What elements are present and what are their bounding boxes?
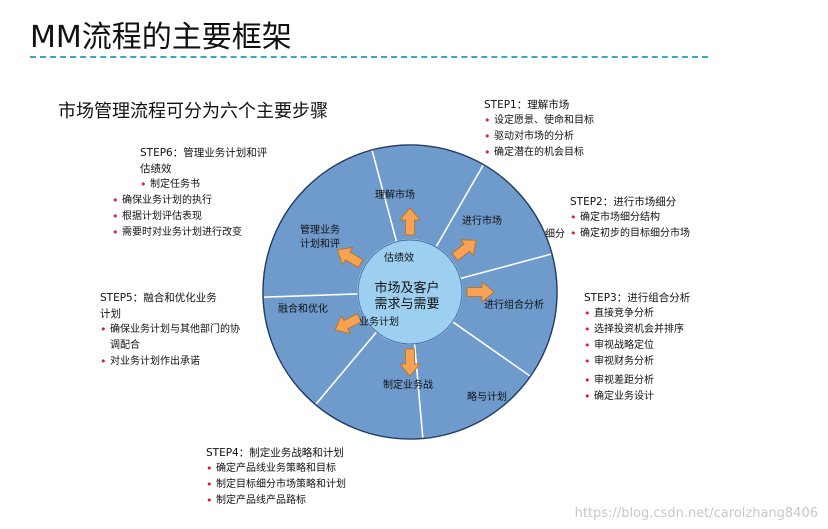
flow-arrow-icon [466,281,495,303]
segment-label: 进行组合分析 [484,298,544,311]
step4-item: 制定目标细分市场策略和计划 [206,477,346,493]
step3-item: 审视战略定位 [584,338,690,354]
page-subtitle: 市场管理流程可分为六个主要步骤 [58,101,328,122]
center-circle [357,239,463,345]
step1-block: STEP1：理解市场 设定愿景、使命和目标 驱动对市场的分析 确定潜在的机会目标 [484,97,594,161]
step4-title: STEP4：制定业务战略和计划 [206,447,344,459]
step6-block: STEP6：管理业务计划和评 估绩效 制定任务书 确保业务计划的执行 根据计划评… [112,145,268,241]
step1-item: 驱动对市场的分析 [484,129,594,145]
step1-item: 设定愿景、使命和目标 [484,113,594,129]
segment-label: 进行市场 [462,214,502,227]
step4-item: 制定产品线产品路标 [206,493,346,509]
step3-item: 审视差距分析 [584,373,690,389]
step3-block: STEP3：进行组合分析 直接竞争分析 选择投资机会并排序 审视战略定位 审视财… [584,290,690,405]
step3-item: 审视财务分析 [584,354,690,370]
step6-item: 确保业务计划的执行 [112,193,262,209]
flow-arrow-icon [399,348,421,377]
segment-label: 制定业务战 [383,378,433,391]
step3-item: 直接竞争分析 [584,306,690,322]
fine-segment-overflow-label: 细分 [545,227,565,240]
step5-item: 对业务计划作出承诺 [100,354,240,370]
step5-item: 确保业务计划与其他部门的协调配合 [100,322,240,354]
step5-title-line1: STEP5：融合和优化业务 [100,292,217,304]
step3-title: STEP3：进行组合分析 [584,292,691,304]
step1-title: STEP1：理解市场 [484,99,570,111]
business-plan-overflow-label: 业务计划 [359,315,399,328]
segment-label: 略与计划 [467,390,507,403]
page-title: MM流程的主要框架 [30,20,292,55]
center-label-line1: 市场及客户 [374,280,439,296]
step2-item: 确定市场细分结构 [570,210,690,226]
step3-item: 确定业务设计 [584,389,690,405]
flow-arrow-icon [334,313,362,335]
segment-label: 融合和优化 [278,302,328,315]
step2-title: STEP2：进行市场细分 [570,196,677,208]
step4-item: 确定产品线业务策略和目标 [206,461,346,477]
step6-title-line2: 估绩效 [140,163,172,175]
center-label-line2: 需求与需要 [374,297,439,312]
segment-label: 计划和评 [300,237,340,250]
segment-label: 理解市场 [375,188,415,201]
step2-block: STEP2：进行市场细分 确定市场细分结构 确定初步的目标细分市场 [570,194,690,242]
segment-label: 管理业务 [300,223,340,236]
step4-block: STEP4：制定业务战略和计划 确定产品线业务策略和目标 制定目标细分市场策略和… [206,445,346,509]
title-divider [30,56,708,58]
estimate-overflow-label: 估绩效 [384,251,414,264]
step5-block: STEP5：融合和优化业务 计划 确保业务计划与其他部门的协调配合 对业务计划作… [100,290,240,370]
step6-item: 需要时对业务计划进行改变 [112,225,262,241]
watermark: https://blog.csdn.net/carolzhang8406 [574,506,818,521]
step2-item: 确定初步的目标细分市场 [570,226,690,242]
step6-item: 制定任务书 [140,177,262,193]
flow-arrow-icon [451,239,477,262]
step5-title-line2: 计划 [100,308,121,320]
step1-item: 确定潜在的机会目标 [484,145,594,161]
flow-arrow-icon [336,246,364,268]
step6-title-line1: STEP6：管理业务计划和评 [140,147,268,159]
step3-item: 选择投资机会并排序 [584,322,690,338]
step6-item: 根据计划评估表现 [112,209,262,225]
cycle-outline [262,144,558,440]
flow-arrow-icon [399,207,421,236]
